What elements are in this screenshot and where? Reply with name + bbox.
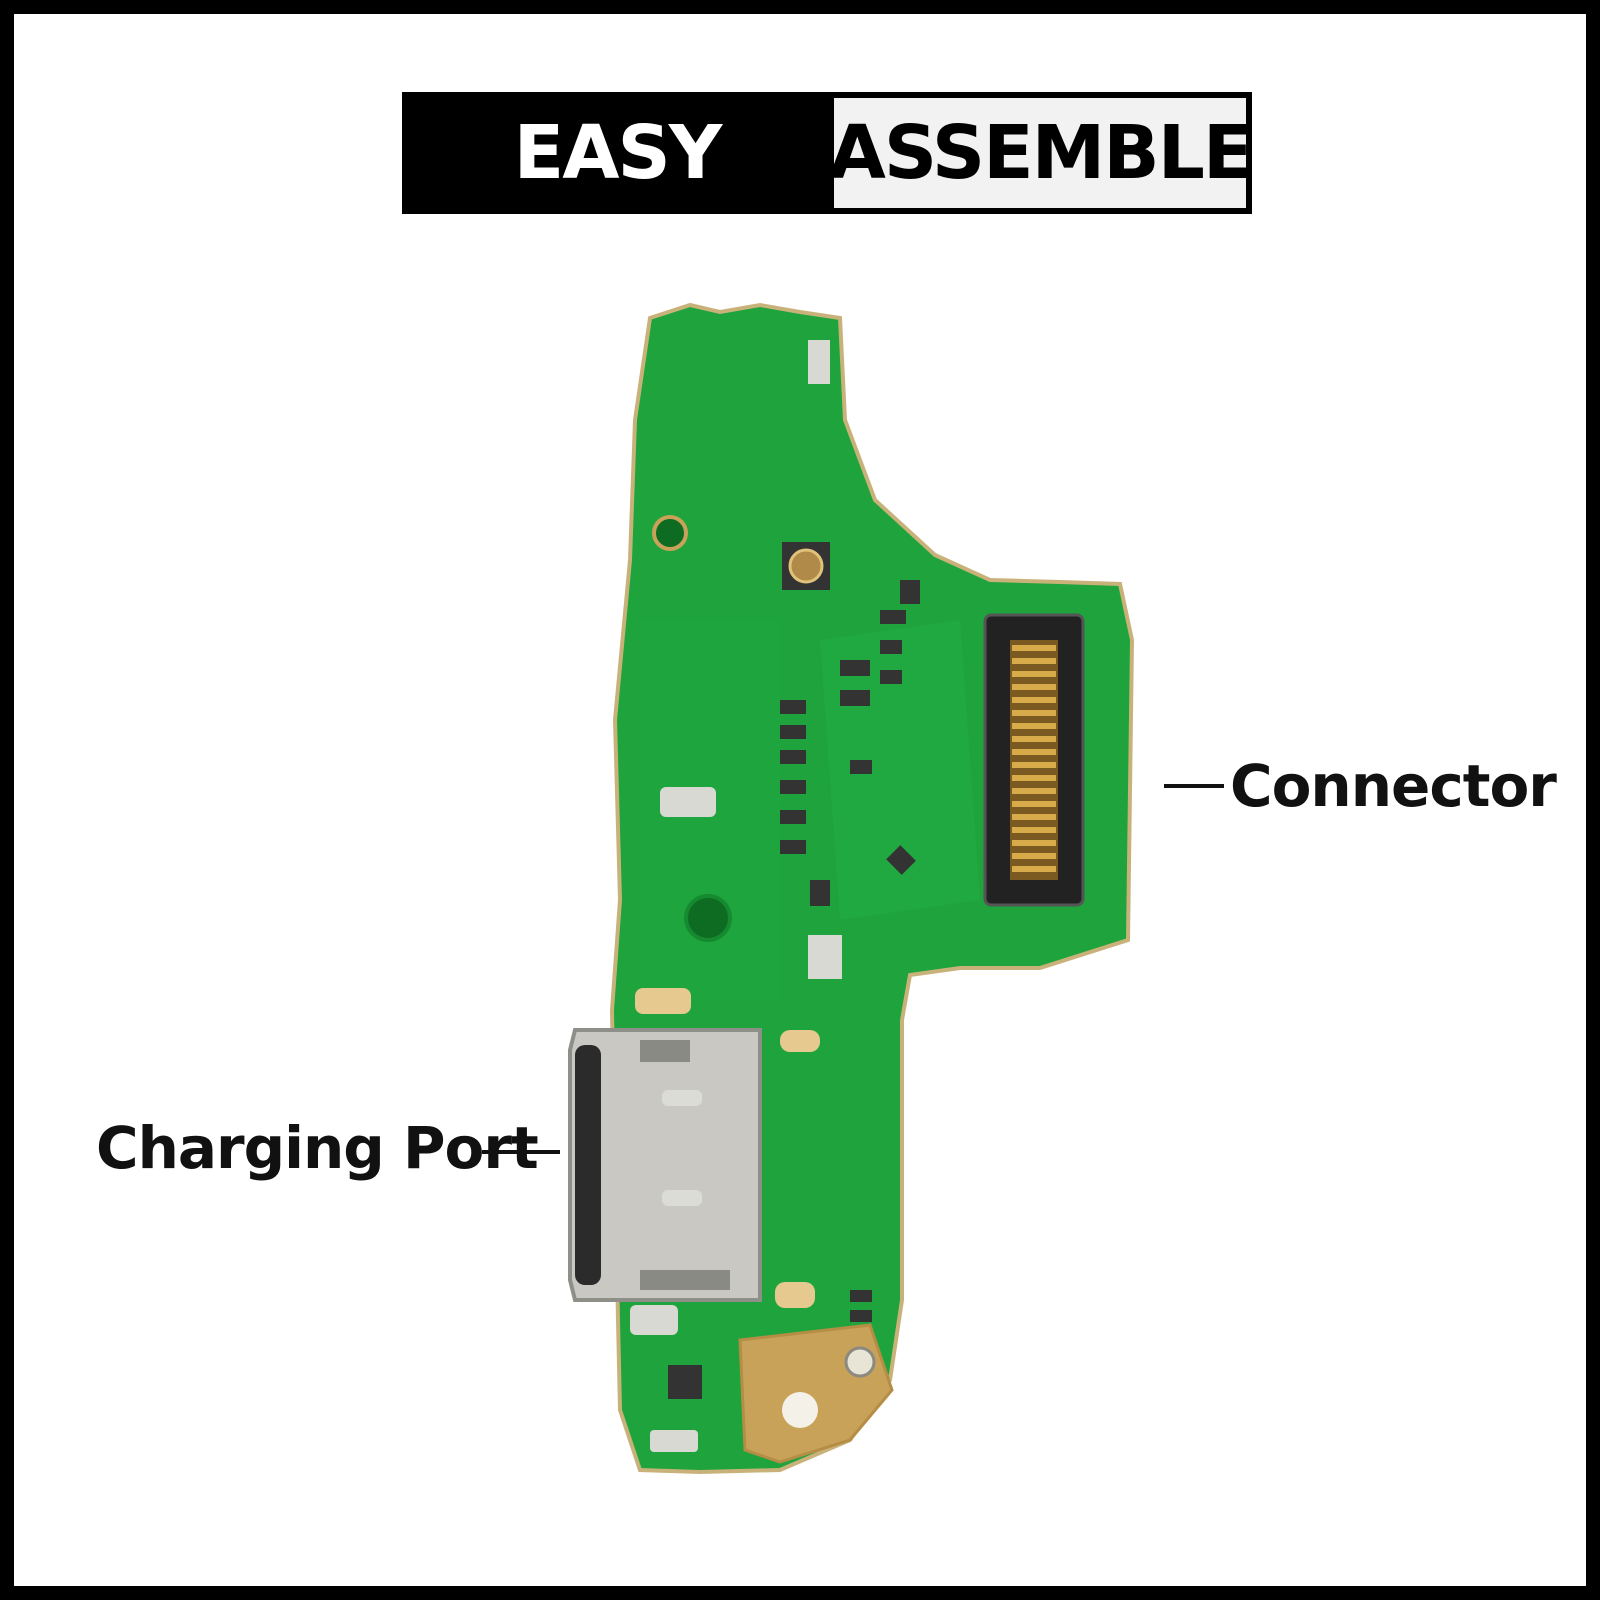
mounting-hole-middle	[684, 894, 732, 942]
connector-leader-line	[1164, 784, 1224, 788]
banner-assemble-text: ASSEMBLE	[829, 98, 1253, 208]
connector-label: Connector	[1230, 752, 1557, 820]
gold-pad-screw	[844, 1346, 876, 1378]
usb-c-port-shell	[568, 1028, 762, 1302]
coax-connector	[788, 548, 824, 584]
usb-c-port-tab-bottom	[640, 1270, 730, 1290]
smd-components	[668, 580, 920, 1399]
gold-ground-pad	[738, 1323, 894, 1464]
charging-port-label: Charging Port	[96, 1114, 539, 1182]
mounting-hole-top	[652, 515, 688, 551]
usb-c-port-highlight	[662, 1090, 702, 1106]
charging-port-leader-line	[482, 1150, 560, 1154]
usb-c-port-tab-top	[640, 1040, 690, 1062]
banner: EASY ASSEMBLE	[402, 92, 1253, 214]
usb-c-port-opening	[575, 1045, 601, 1285]
usb-c-port-highlight-2	[662, 1190, 702, 1206]
gold-pad-hole	[782, 1392, 818, 1428]
banner-easy-text: EASY	[513, 110, 723, 196]
board-connector-pin-rows	[1012, 645, 1056, 872]
silver-pads	[630, 340, 842, 1452]
